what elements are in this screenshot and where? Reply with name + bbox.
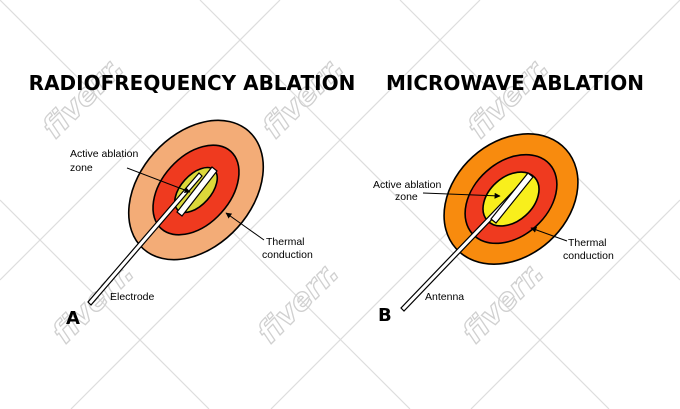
probe-label: Electrode	[110, 291, 155, 303]
panel-title: MICROWAVE ABLATION	[386, 71, 644, 95]
watermark-logo: fiverr.	[36, 50, 132, 146]
panel-letter: B	[378, 305, 392, 326]
active-zone-arrow	[126, 167, 191, 193]
antenna-tip	[490, 172, 534, 224]
probe-label: Antenna	[425, 291, 464, 303]
active-zone-label-line1: Active ablation	[70, 148, 138, 160]
thermal-label-line2: conduction	[262, 249, 313, 261]
watermark-logo: fiverr.	[456, 255, 552, 351]
electrode	[87, 166, 218, 306]
panel-radiofrequency: RADIOFREQUENCY ABLATION Active ablation …	[29, 71, 356, 329]
electrode-shaft	[87, 172, 203, 306]
panel-microwave: MICROWAVE ABLATION Active ablation zone …	[373, 71, 644, 326]
thermal-arrow	[530, 227, 568, 242]
active-zone-arrow	[422, 192, 501, 199]
thermal-arrow	[225, 212, 265, 241]
watermark-logo: fiverr.	[461, 50, 557, 146]
electrode-tip	[176, 166, 218, 217]
panel-title: RADIOFREQUENCY ABLATION	[29, 71, 356, 95]
active-zone-label-line2: zone	[70, 162, 93, 174]
thermal-label-line1: Thermal	[568, 237, 607, 249]
thermal-label-line2: conduction	[563, 250, 614, 262]
active-zone-label-line2: zone	[395, 191, 418, 203]
watermark-logo: fiverr.	[256, 50, 352, 146]
thermal-label-line1: Thermal	[266, 236, 305, 248]
watermark-logo: fiverr.	[251, 255, 347, 351]
antenna	[400, 172, 534, 312]
active-zone-label-line1: Active ablation	[373, 179, 441, 191]
panel-letter: A	[66, 308, 80, 329]
